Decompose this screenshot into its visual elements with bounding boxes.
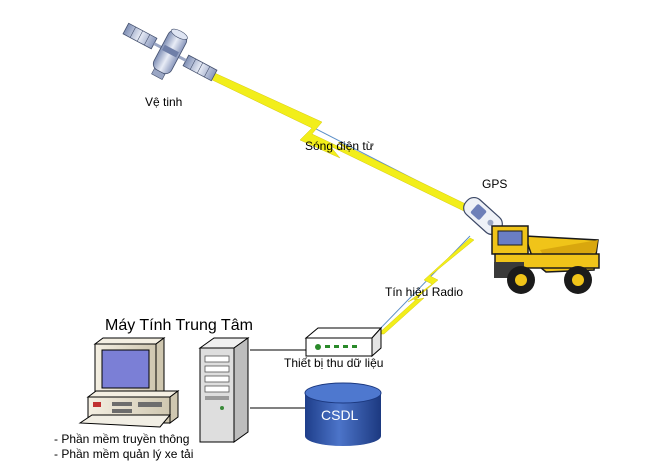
satellite-label: Vệ tinh (145, 95, 183, 109)
database-cylinder-icon (304, 382, 382, 446)
dump-truck-icon (491, 225, 600, 294)
satellite-icon (122, 22, 218, 82)
software-item: - Phần mềm truyền thông (54, 432, 190, 446)
modem-icon (304, 326, 383, 358)
em-wave-label: Sóng điện từ (305, 139, 374, 153)
database-label: CSDL (321, 407, 359, 423)
lightning-icon (377, 237, 475, 335)
data-receiver-label: Thiết bị thu dữ liệu (284, 356, 384, 370)
central-computer-title: Máy Tính Trung Tâm (105, 317, 253, 334)
software-list: - Phần mềm truyền thông - Phần mềm quản … (54, 432, 193, 462)
radio-signal-label: Tín hiệu Radio (385, 285, 464, 299)
software-item: - Phần mềm quản lý xe tải (54, 447, 194, 461)
desktop-computer-icon (78, 337, 180, 428)
server-tower-icon (198, 337, 250, 443)
gps-label: GPS (482, 177, 508, 191)
radio-link (374, 235, 475, 335)
